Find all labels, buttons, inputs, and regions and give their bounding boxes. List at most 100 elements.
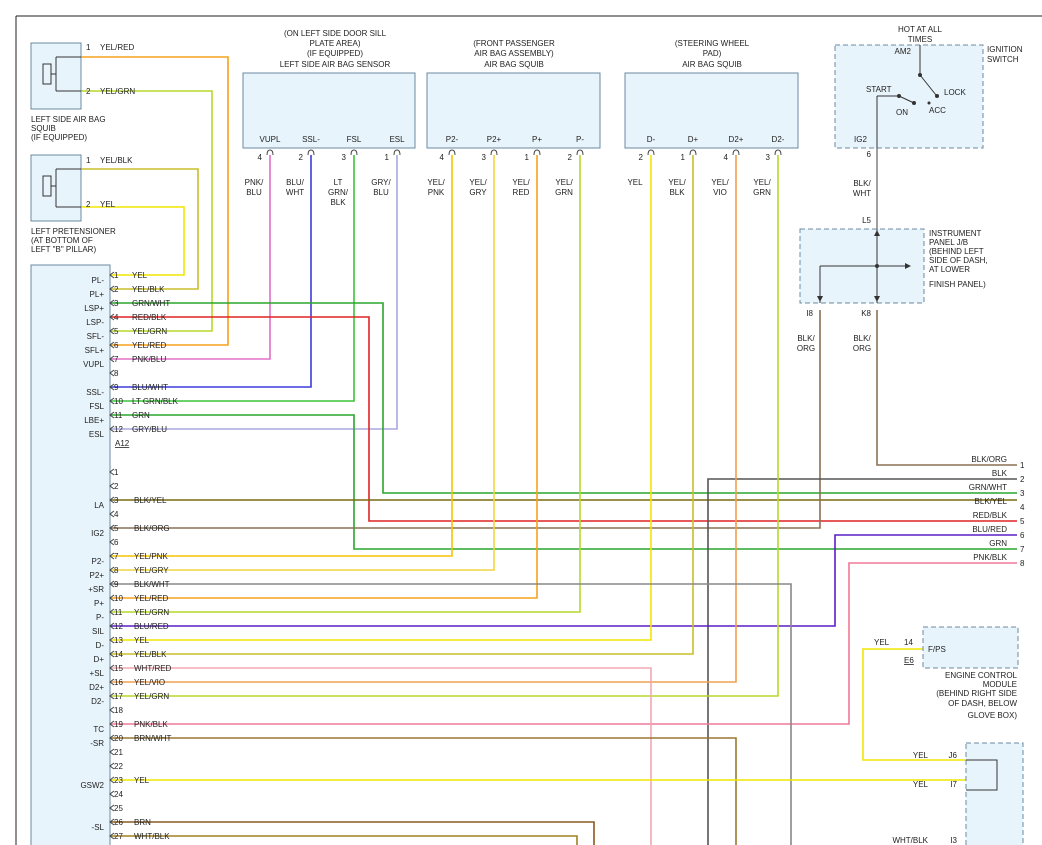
wire-yel-grn-d2 <box>110 155 779 697</box>
passenger-pins: P2-4P2+3P+1P-2 <box>440 135 585 162</box>
main-wire-label: BLK/YEL <box>134 496 167 505</box>
wire-yel-grn-sfl <box>81 90 213 332</box>
main-pin-label: -SR <box>90 739 104 748</box>
a12-pin-number: 12 <box>114 425 123 434</box>
sensor-wire-label: GRN/ <box>328 188 349 197</box>
ignition-wire-label-2: WHT <box>853 189 871 198</box>
main-pin-mark <box>109 510 115 518</box>
main-pin-label: P2+ <box>90 571 105 580</box>
steering-wire-label: GRN <box>753 188 771 197</box>
a12-pin-number: 2 <box>114 285 119 294</box>
passenger-pin-label: P2- <box>446 135 459 144</box>
main-pin-mark <box>109 804 115 812</box>
wire-yel-red-p <box>110 155 538 599</box>
a12-pin-label: SFL- <box>87 332 105 341</box>
sensor-wire-label: BLU/ <box>286 178 305 187</box>
main-pin-number: 16 <box>114 678 123 687</box>
wire-pnk-blk-tc <box>110 562 1017 725</box>
passenger-caption-3: AIR BAG SQUIB <box>484 60 544 69</box>
main-pin-label: D- <box>96 641 105 650</box>
a12-pin-number: 10 <box>114 397 123 406</box>
main-pin-mark <box>109 552 115 560</box>
ignition-ig2: IG2 <box>854 135 867 144</box>
a12-pin-label: VUPL <box>83 360 104 369</box>
wire-yel-blk-d <box>110 155 694 655</box>
jb-right-wire-1: BLK/ <box>853 334 871 343</box>
a12-pin-number: 4 <box>114 313 119 322</box>
main-pin-label: IG2 <box>91 529 104 538</box>
passenger-airbag-squib[interactable]: (FRONT PASSENGER AIR BAG ASSEMBLY) AIR B… <box>426 39 601 149</box>
right-conn-pin-i7: I7 <box>950 780 957 789</box>
sensor-pin-number: 3 <box>342 153 347 162</box>
wire-yel-pnk-p2 <box>110 155 453 557</box>
pretensioner-caption-2: (AT BOTTOM OF <box>31 236 93 245</box>
a12-pin-number: 1 <box>114 271 119 280</box>
engine-control-module[interactable]: F/PS 14 YEL E6 ENGINE CONTROL MODULE (BE… <box>874 626 1019 720</box>
sensor-pin-label: VUPL <box>260 135 281 144</box>
left-squib-caption-3: (IF EQUIPPED) <box>31 133 87 142</box>
ecm-pin-number: 14 <box>904 638 913 647</box>
right-block-wire: BLK <box>992 469 1008 478</box>
main-pin-mark <box>109 678 115 686</box>
steering-pin-mark <box>689 149 697 156</box>
passenger-pin-number: 1 <box>525 153 530 162</box>
right-block-wire: GRN <box>989 539 1007 548</box>
sensor-wire-label: BLU <box>373 188 389 197</box>
ignition-wire-label-1: BLK/ <box>853 179 871 188</box>
a12-pin-mark <box>109 285 115 293</box>
main-pin-mark <box>109 790 115 798</box>
main-pin-mark <box>109 832 115 840</box>
ignition-switch[interactable]: HOT AT ALL TIMES IGNITION SWITCH AM2 LOC… <box>834 25 1023 198</box>
steering-pin-label: D2- <box>772 135 785 144</box>
main-pin-number: 3 <box>114 496 119 505</box>
a12-wire-label: YEL/BLK <box>132 285 165 294</box>
main-pin-mark <box>109 748 115 756</box>
passenger-pin-number: 3 <box>482 153 487 162</box>
left-side-airbag-sensor[interactable]: (ON LEFT SIDE DOOR SILL PLATE AREA) (IF … <box>242 29 416 149</box>
pretensioner-pin-1: 1 <box>86 156 91 165</box>
passenger-wire-label: GRN <box>555 188 573 197</box>
main-pin-mark <box>109 720 115 728</box>
ignition-title-2: SWITCH <box>987 55 1019 64</box>
steering-wire-label: YEL/ <box>711 178 729 187</box>
right-block-pin: 7 <box>1020 545 1025 554</box>
hot-at-all-times-1: HOT AT ALL <box>898 25 943 34</box>
a12-pin-mark <box>109 411 115 419</box>
main-pin-mark <box>109 664 115 672</box>
ecm-pin-label: F/PS <box>928 645 946 654</box>
wire-blu-wht-ssl <box>110 155 312 388</box>
ignition-pin: 6 <box>867 150 872 159</box>
wire-grn-lbe <box>110 414 1017 550</box>
jb-left-pin: I8 <box>806 309 813 318</box>
steering-wire-label: YEL <box>627 178 643 187</box>
ignition-on: ON <box>896 108 908 117</box>
sensor-wire-label: LT <box>334 178 343 187</box>
right-conn-wire-i3: WHT/BLK <box>892 836 928 845</box>
steering-airbag-squib[interactable]: (STEERING WHEEL PAD) AIR BAG SQUIB <box>624 39 799 149</box>
left-side-squib[interactable]: 1 YEL/RED 2 YEL/GRN LEFT SIDE AIR BAG SQ… <box>30 42 135 142</box>
wire-wht-blk <box>110 835 578 845</box>
passenger-wire-label: GRY <box>469 188 487 197</box>
ignition-start: START <box>866 85 892 94</box>
a12-pin-mark <box>109 397 115 405</box>
right-lower-module[interactable]: J6 YEL I7 YEL I3 WHT/BLK <box>892 742 1024 845</box>
component-wire-labels: PNK/BLUBLU/WHTLTGRN/BLKGRY/BLUYEL/PNKYEL… <box>245 178 772 207</box>
sensor-caption-3: (IF EQUIPPED) <box>307 49 363 58</box>
main-pin-number: 27 <box>114 832 123 841</box>
main-pin-number: 15 <box>114 664 123 673</box>
airbag-control-module[interactable] <box>30 264 111 845</box>
ecm-caption-2: MODULE <box>983 680 1017 689</box>
ignition-lock: LOCK <box>944 88 966 97</box>
instrument-panel-jb[interactable]: INSTRUMENT PANEL J/B (BEHIND LEFT SIDE O… <box>797 216 988 353</box>
right-block-wire: RED/BLK <box>973 511 1008 520</box>
a12-pin-label: LSP+ <box>84 304 104 313</box>
main-pin-mark <box>109 496 115 504</box>
main-pin-mark <box>109 594 115 602</box>
wire-yel-d <box>110 155 652 641</box>
main-pin-mark <box>109 762 115 770</box>
a12-wire-label: YEL/GRN <box>132 327 167 336</box>
left-pretensioner[interactable]: 1 YEL/BLK 2 YEL LEFT PRETENSIONER (AT BO… <box>30 154 133 254</box>
left-squib-wire-2: YEL/GRN <box>100 87 135 96</box>
main-wire-label: WHT/BLK <box>134 832 170 841</box>
